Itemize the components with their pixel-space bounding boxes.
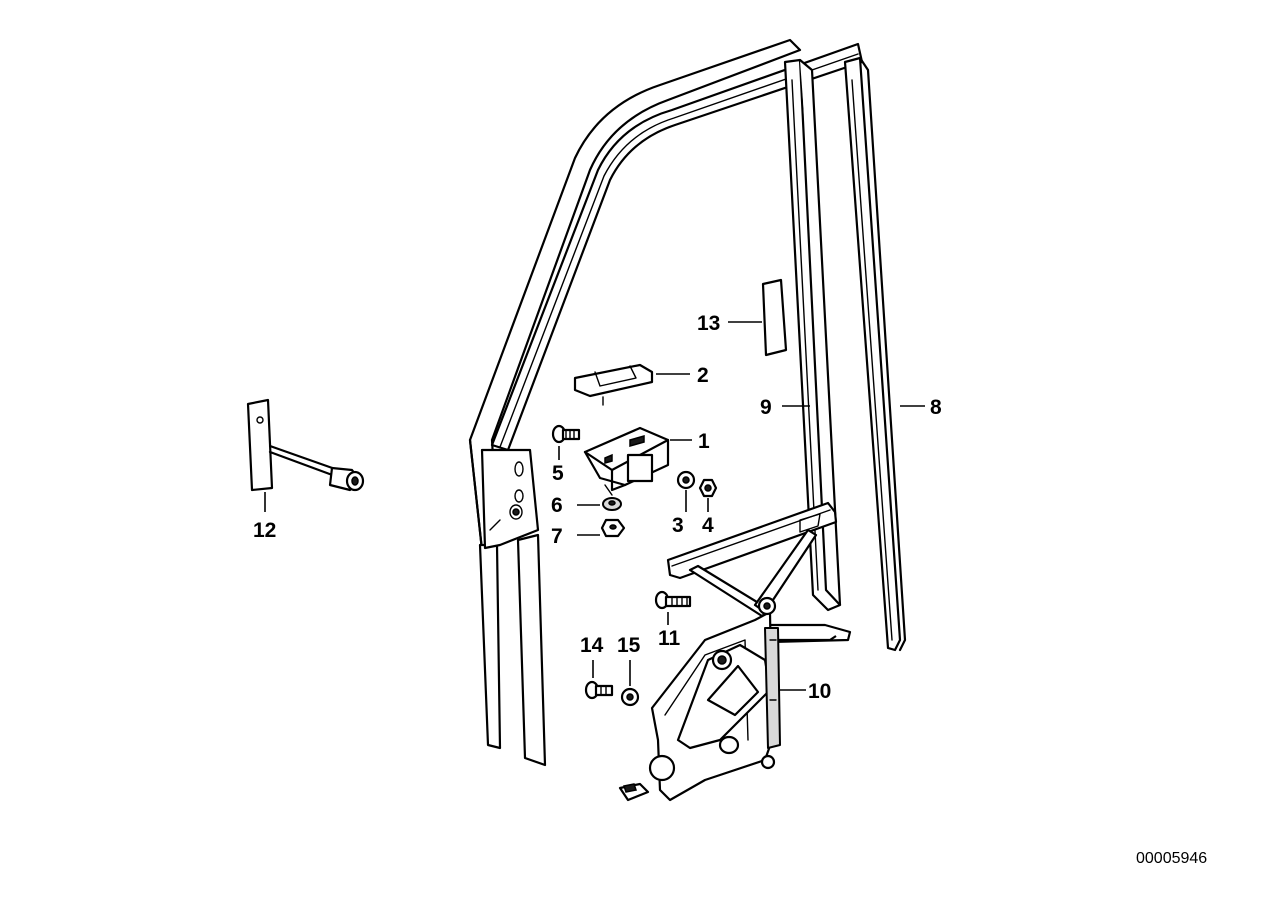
part-label-6: 6 [551, 494, 563, 517]
part-14-bolt [584, 680, 614, 700]
part-label-13: 13 [697, 312, 720, 335]
part-label-10: 10 [808, 680, 831, 703]
part-label-5: 5 [552, 462, 564, 485]
part-label-3: 3 [672, 514, 684, 537]
guide-rail-9 [783, 58, 842, 612]
part-15-washer [620, 687, 640, 707]
part-label-7: 7 [551, 525, 563, 548]
part-6-washer [602, 497, 622, 511]
part-10-window-regulator [618, 501, 852, 802]
part-label-8: 8 [930, 396, 942, 419]
part-label-9: 9 [760, 396, 772, 419]
guide-rail-8 [843, 56, 907, 652]
part-13-pad [761, 278, 788, 357]
part-label-4: 4 [702, 514, 714, 537]
part-12-rod [246, 398, 365, 492]
leader-lines [264, 321, 925, 691]
part-1-stop-block [583, 426, 670, 496]
part-label-2: 2 [697, 364, 709, 387]
door-window-frame [468, 38, 864, 767]
part-11-bolt [654, 590, 692, 610]
part-4-nut [698, 478, 718, 498]
part-label-15: 15 [617, 634, 641, 657]
diagram-id-number: 00005946 [1136, 850, 1207, 867]
part-label-14: 14 [580, 634, 604, 657]
part-label-1: 1 [698, 430, 710, 453]
part-label-12: 12 [253, 519, 276, 542]
part-7-nut [600, 518, 626, 538]
part-label-11: 11 [658, 627, 681, 650]
part-5-bolt [551, 424, 581, 444]
part-2-guide [573, 363, 654, 406]
part-labels: 1 2 3 4 5 6 7 8 9 10 11 12 13 14 15 [253, 312, 942, 703]
part-3-washer [676, 470, 696, 490]
